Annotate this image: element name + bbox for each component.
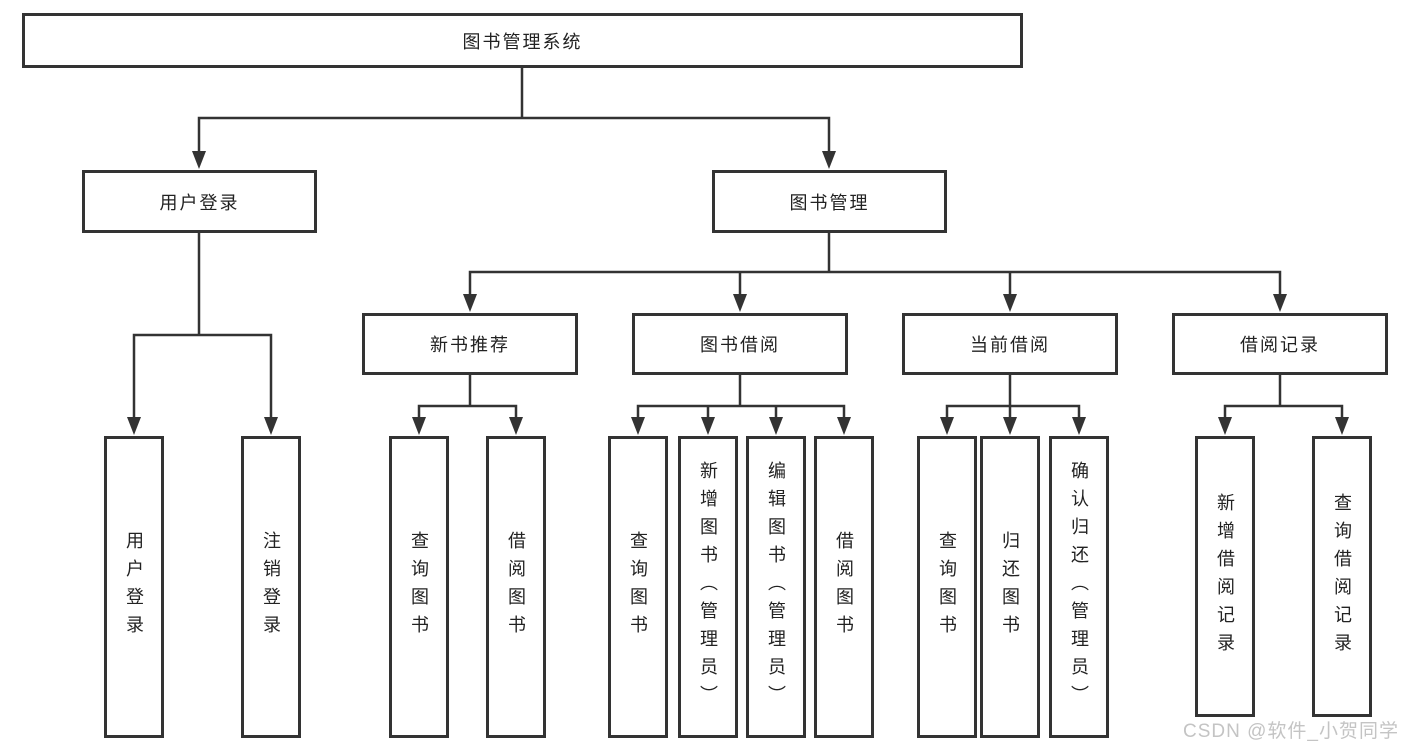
leaf-add-book-admin: 新增图书（管理员）: [678, 436, 738, 738]
leaf-confirm-return-admin: 确认归还（管理员）: [1049, 436, 1109, 738]
leaf-borrow-books-recommend: 借阅图书: [486, 436, 546, 738]
node-library-system: 图书管理系统: [22, 13, 1023, 68]
csdn-watermark: CSDN @软件_小贺同学: [1183, 721, 1399, 742]
leaf-confirm-return-admin-label: 确认归还（管理员）: [1069, 461, 1089, 713]
leaf-query-books-borrow: 查询图书: [608, 436, 668, 738]
node-library-system-label: 图书管理系统: [462, 31, 583, 52]
leaf-query-books-recommend: 查询图书: [389, 436, 449, 738]
leaf-query-books-current: 查询图书: [917, 436, 977, 738]
leaf-logout: 注销登录: [241, 436, 301, 738]
leaf-query-books-current-label: 查询图书: [937, 531, 957, 643]
leaf-edit-book-admin: 编辑图书（管理员）: [746, 436, 806, 738]
leaf-query-borrow-record-label: 查询借阅记录: [1332, 492, 1352, 661]
node-borrow-records: 借阅记录: [1172, 313, 1388, 375]
node-user-login: 用户登录: [82, 170, 317, 233]
node-book-management-label: 图书管理: [789, 192, 870, 213]
node-book-borrow: 图书借阅: [632, 313, 848, 375]
node-borrow-records-label: 借阅记录: [1240, 335, 1320, 355]
leaf-user-login: 用户登录: [104, 436, 164, 738]
node-current-borrow: 当前借阅: [902, 313, 1118, 375]
node-current-borrow-label: 当前借阅: [970, 335, 1050, 355]
leaf-return-book-label: 归还图书: [1000, 531, 1020, 643]
node-user-login-label: 用户登录: [159, 192, 240, 213]
leaf-return-book: 归还图书: [980, 436, 1040, 738]
leaf-query-books-recommend-label: 查询图书: [409, 531, 429, 643]
node-new-book-recommend-label: 新书推荐: [430, 335, 510, 355]
leaf-borrow-books-recommend-label: 借阅图书: [506, 531, 526, 643]
leaf-edit-book-admin-label: 编辑图书（管理员）: [766, 461, 786, 713]
leaf-borrow-books-label: 借阅图书: [834, 531, 854, 643]
leaf-add-borrow-record: 新增借阅记录: [1195, 436, 1255, 717]
node-book-borrow-label: 图书借阅: [700, 335, 780, 355]
leaf-query-books-borrow-label: 查询图书: [628, 531, 648, 643]
leaf-user-login-label: 用户登录: [124, 531, 144, 643]
node-new-book-recommend: 新书推荐: [362, 313, 578, 375]
leaf-add-book-admin-label: 新增图书（管理员）: [698, 461, 718, 713]
node-book-management: 图书管理: [712, 170, 947, 233]
leaf-borrow-books: 借阅图书: [814, 436, 874, 738]
leaf-add-borrow-record-label: 新增借阅记录: [1215, 492, 1235, 661]
leaf-query-borrow-record: 查询借阅记录: [1312, 436, 1372, 717]
leaf-logout-label: 注销登录: [261, 531, 281, 643]
